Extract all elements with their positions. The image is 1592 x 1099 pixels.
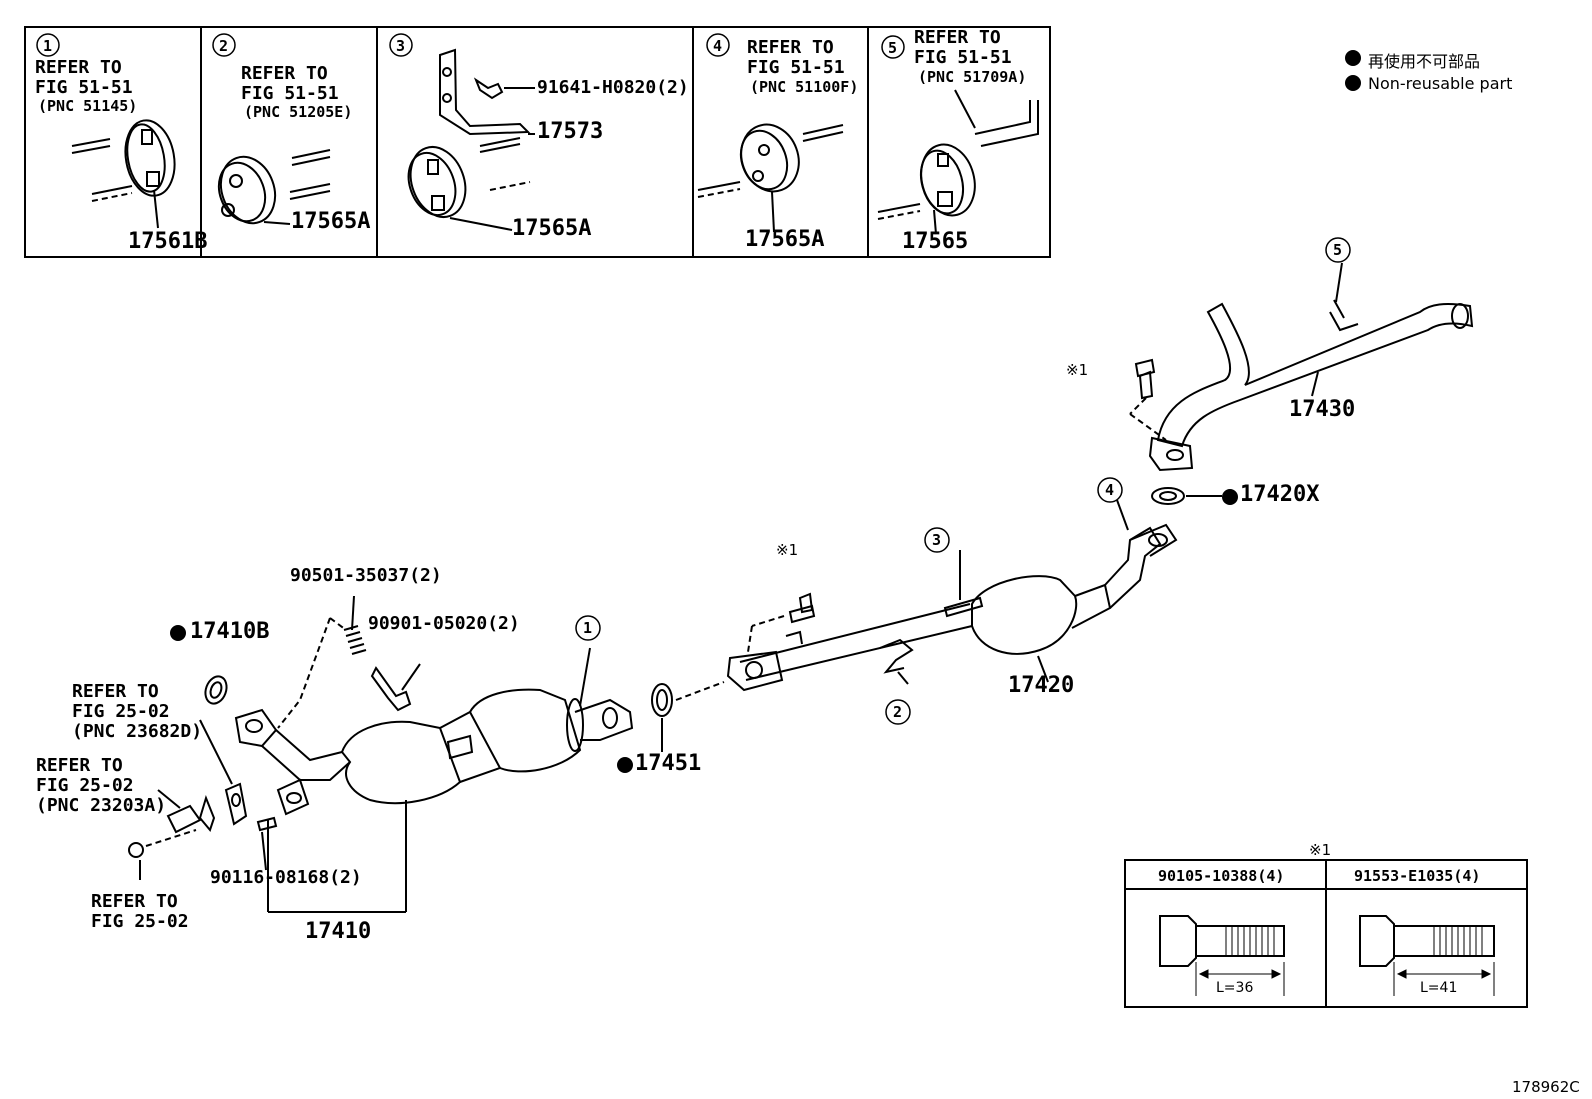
hanger-17565a-4-drawing bbox=[697, 123, 844, 233]
callout-2[interactable]: 2 bbox=[893, 703, 903, 721]
box5-refer: REFER TO bbox=[914, 27, 1001, 48]
inset-callout-1[interactable]: 1 bbox=[43, 37, 53, 55]
ref-a-fig[interactable]: FIG 25-02 bbox=[72, 701, 170, 722]
legend-jp: 再使用不可部品 bbox=[1368, 52, 1481, 71]
box2-refer: REFER TO bbox=[241, 63, 328, 84]
part-17430[interactable]: 17430 bbox=[1289, 397, 1356, 422]
part-17420[interactable]: 17420 bbox=[1008, 673, 1075, 698]
bolt-table-mark: ※1 bbox=[1309, 841, 1332, 859]
hanger-17565-drawing bbox=[877, 89, 1039, 235]
ref-c-fig[interactable]: FIG 25-02 bbox=[91, 911, 189, 932]
bracket-17573-drawing bbox=[407, 48, 535, 231]
part-17451[interactable]: 17451 bbox=[635, 751, 702, 776]
inset-callout-4[interactable]: 4 bbox=[713, 37, 723, 55]
inset-callout-5[interactable]: 5 bbox=[888, 39, 898, 57]
part-17565a-box4[interactable]: 17565A bbox=[745, 227, 825, 252]
box5-pnc: (PNC 51709A) bbox=[918, 68, 1027, 86]
part-17565a-box3[interactable]: 17565A bbox=[512, 216, 592, 241]
ref-a-refer: REFER TO bbox=[72, 681, 159, 702]
callout-5[interactable]: 5 bbox=[1333, 241, 1343, 259]
gasket-17451-drawing bbox=[651, 681, 725, 752]
box2-fig[interactable]: FIG 51-51 bbox=[241, 83, 339, 104]
hanger-17561b-drawing bbox=[71, 119, 176, 229]
callout-3[interactable]: 3 bbox=[932, 531, 942, 549]
part-17561b[interactable]: 17561B bbox=[128, 229, 208, 254]
center-pipe-17420-drawing bbox=[726, 499, 1178, 692]
part-17565a-box2[interactable]: 17565A bbox=[291, 209, 371, 234]
ref-a-pnc: (PNC 23682D) bbox=[72, 721, 203, 742]
bolt-90105-10388[interactable]: 90105-10388(4) bbox=[1158, 867, 1285, 885]
tail-pipe-17430-drawing bbox=[1129, 262, 1474, 472]
part-90116-08168[interactable]: 90116-08168(2) bbox=[210, 867, 362, 888]
box5-fig[interactable]: FIG 51-51 bbox=[914, 47, 1012, 68]
hanger-17565a-2-drawing bbox=[217, 149, 331, 225]
bolt-table-drawing bbox=[1124, 859, 1528, 1008]
box1-refer: REFER TO bbox=[35, 57, 122, 78]
box1-pnc: (PNC 51145) bbox=[38, 97, 138, 115]
bolt-length-41: L=41 bbox=[1420, 980, 1458, 996]
box4-refer: REFER TO bbox=[747, 37, 834, 58]
box4-fig[interactable]: FIG 51-51 bbox=[747, 57, 845, 78]
part-17573[interactable]: 17573 bbox=[537, 119, 604, 144]
gasket-17410b-drawing bbox=[204, 675, 228, 705]
part-90501-35037[interactable]: 90501-35037(2) bbox=[290, 565, 442, 586]
spring-bolt-drawing bbox=[277, 595, 421, 729]
stud-gasket-drawing bbox=[128, 719, 278, 880]
ref-b-fig[interactable]: FIG 25-02 bbox=[36, 775, 134, 796]
gasket-17420x-drawing bbox=[1151, 487, 1222, 505]
ref-b-refer: REFER TO bbox=[36, 755, 123, 776]
ref-mark-1-tail: ※1 bbox=[1066, 361, 1089, 379]
callout-circles bbox=[36, 33, 1351, 725]
legend-en: Non-reusable part bbox=[1368, 74, 1513, 93]
bolt-91641-h0820[interactable]: 91641-H0820(2) bbox=[537, 77, 689, 98]
bolt-length-36: L=36 bbox=[1216, 980, 1254, 996]
ref-b-pnc: (PNC 23203A) bbox=[36, 795, 167, 816]
ref-mark-1-center: ※1 bbox=[776, 541, 799, 559]
front-pipe-17410-drawing bbox=[234, 647, 634, 913]
part-17420x[interactable]: 17420X bbox=[1240, 482, 1320, 507]
diagram-id: 178962C bbox=[1512, 1078, 1580, 1096]
ref-c-refer: REFER TO bbox=[91, 891, 178, 912]
callout-1[interactable]: 1 bbox=[583, 619, 593, 637]
inset-callout-2[interactable]: 2 bbox=[219, 37, 229, 55]
bolt-91553-e1035[interactable]: 91553-E1035(4) bbox=[1354, 867, 1481, 885]
box1-fig[interactable]: FIG 51-51 bbox=[35, 77, 133, 98]
inset-callout-3[interactable]: 3 bbox=[396, 37, 406, 55]
box2-pnc: (PNC 51205E) bbox=[244, 103, 353, 121]
part-17410[interactable]: 17410 bbox=[305, 919, 372, 944]
callout-4[interactable]: 4 bbox=[1105, 481, 1115, 499]
box4-pnc: (PNC 51100F) bbox=[750, 78, 859, 96]
part-17410b[interactable]: 17410B bbox=[190, 619, 270, 644]
part-90901-05020[interactable]: 90901-05020(2) bbox=[368, 613, 520, 634]
part-17565[interactable]: 17565 bbox=[902, 229, 969, 254]
